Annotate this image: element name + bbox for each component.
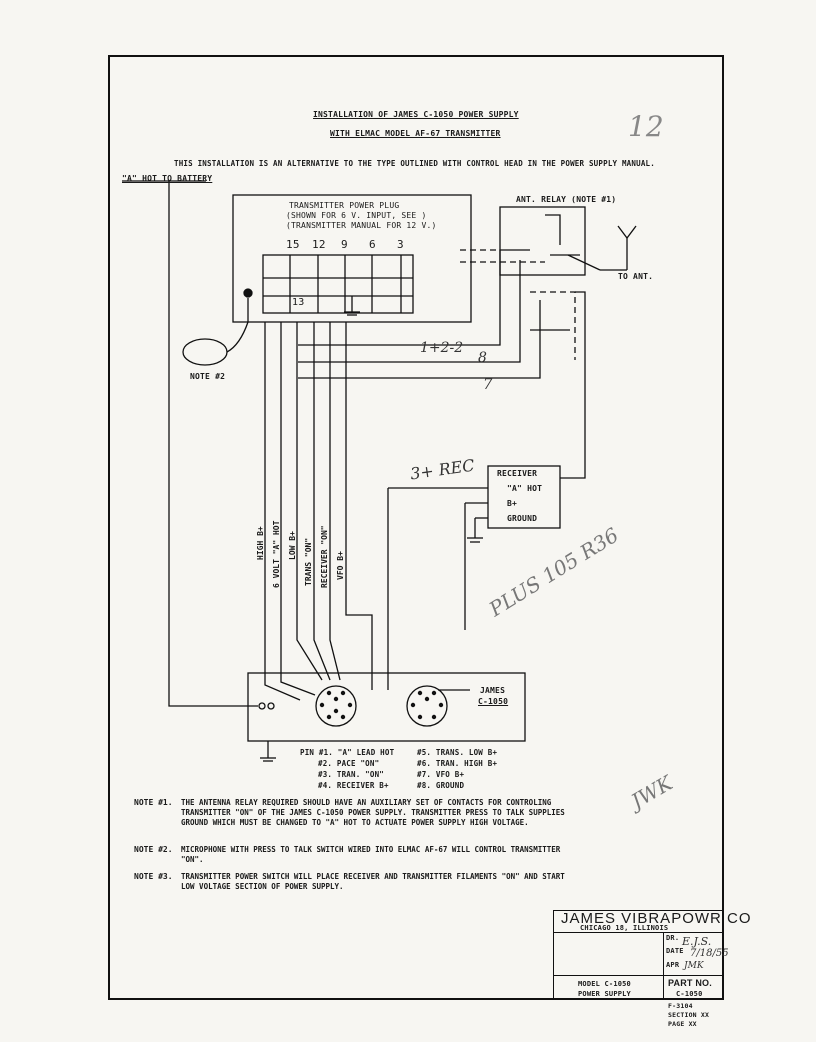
- plug-line-3: (TRANSMITTER MANUAL FOR 12 V.): [286, 221, 437, 230]
- pin-legend-4: #4. RECEIVER B+: [318, 781, 389, 790]
- wire-label-6-volt: 6 VOLT "A" HOT: [272, 520, 281, 588]
- wire-label-trans-on: TRANS "ON": [304, 537, 313, 586]
- intro-text: THIS INSTALLATION IS AN ALTERNATIVE TO T…: [174, 159, 655, 168]
- receiver-ground: GROUND: [507, 514, 538, 523]
- plug-pin-15: 15: [286, 238, 300, 251]
- below-ref-3: PAGE XX: [668, 1020, 697, 1028]
- hand-wire-1-2-2: 1+2-2: [420, 340, 464, 356]
- pin-legend-7: #7. VFO B+: [417, 770, 465, 779]
- below-ref-1: F-3104: [668, 1002, 693, 1010]
- receiver-box: [487, 465, 561, 529]
- hand-wire-7: 7: [483, 375, 493, 393]
- pin-legend-3: #3. TRAN. "ON": [318, 770, 385, 779]
- date-value: 7/18/55: [690, 948, 729, 959]
- title-line-2: WITH ELMAC MODEL AF-67 TRANSMITTER: [330, 129, 501, 138]
- wire-label-low-b: LOW B+: [288, 531, 297, 560]
- note-1-label: NOTE #1.: [134, 798, 173, 807]
- apr-label: APR: [666, 961, 680, 969]
- wire-label-vfo-b: VFO B+: [336, 551, 345, 580]
- dr-value: E.J.S.: [682, 935, 712, 948]
- note-1-text: THE ANTENNA RELAY REQUIRED SHOULD HAVE A…: [181, 798, 565, 827]
- note-3-text: TRANSMITTER POWER SWITCH WILL PLACE RECE…: [181, 872, 565, 891]
- wire-label-high-b: HIGH B+: [256, 526, 265, 560]
- model-line-2: POWER SUPPLY: [578, 990, 631, 998]
- to-ant-label: TO ANT.: [618, 272, 654, 281]
- plug-pin-12: 12: [312, 238, 326, 251]
- power-supply-box: [247, 672, 526, 742]
- plug-box: [232, 194, 472, 323]
- pin-legend-5: #5. TRANS. LOW B+: [417, 748, 498, 757]
- plug-title: TRANSMITTER POWER PLUG: [289, 201, 400, 210]
- hand-corner-mark: 12: [628, 110, 664, 143]
- title-block-divider-2: [553, 975, 724, 976]
- plug-line-2: (SHOWN FOR 6 V. INPUT, SEE ): [286, 211, 427, 220]
- model-line-1: MODEL C-1050: [578, 980, 631, 988]
- pin-legend-2: #2. PACE "ON": [318, 759, 380, 768]
- supply-label-2: C-1050: [478, 697, 509, 706]
- wire-label-receiver-on: RECEIVER "ON": [320, 525, 329, 588]
- part-value: C-1050: [676, 990, 703, 998]
- plug-pin-9: 9: [341, 238, 348, 251]
- title-block-divider: [553, 932, 724, 933]
- a-hot-label: "A" HOT TO BATTERY: [122, 174, 213, 183]
- title-block-vdivider: [663, 932, 664, 1000]
- plug-pin-3: 3: [397, 238, 404, 251]
- receiver-title: RECEIVER: [497, 469, 538, 478]
- pin-legend-8: #8. GROUND: [417, 781, 465, 790]
- relay-label: ANT. RELAY (NOTE #1): [516, 195, 617, 204]
- company-name: JAMES VIBRAPOWR CO: [561, 910, 752, 927]
- title-block: [553, 910, 724, 1000]
- date-label: DATE: [666, 947, 684, 955]
- dr-label: DR.: [666, 934, 680, 942]
- drawing-frame: [108, 55, 724, 1000]
- company-city: CHICAGO 18, ILLINOIS: [580, 924, 669, 932]
- hand-wire-8: 8: [478, 350, 487, 366]
- note-2-text: MICROPHONE WITH PRESS TO TALK SWITCH WIR…: [181, 845, 561, 864]
- note-3-label: NOTE #3.: [134, 872, 173, 881]
- note-2-label: NOTE #2: [190, 372, 226, 381]
- supply-label-1: JAMES: [480, 686, 506, 695]
- receiver-b-plus: B+: [507, 499, 518, 508]
- receiver-a-hot: "A" HOT: [507, 484, 543, 493]
- apr-value: JMK: [684, 961, 704, 971]
- part-label: PART NO.: [668, 978, 712, 988]
- title-line-1: INSTALLATION OF JAMES C-1050 POWER SUPPL…: [313, 110, 519, 119]
- plug-pin-6: 6: [369, 238, 376, 251]
- pin-legend-1: PIN #1. "A" LEAD HOT: [300, 748, 395, 757]
- note-2-label-bottom: NOTE #2.: [134, 845, 173, 854]
- below-ref-2: SECTION XX: [668, 1011, 710, 1019]
- pin-legend-6: #6. TRAN. HIGH B+: [417, 759, 498, 768]
- plug-pin-13: 13: [292, 297, 305, 308]
